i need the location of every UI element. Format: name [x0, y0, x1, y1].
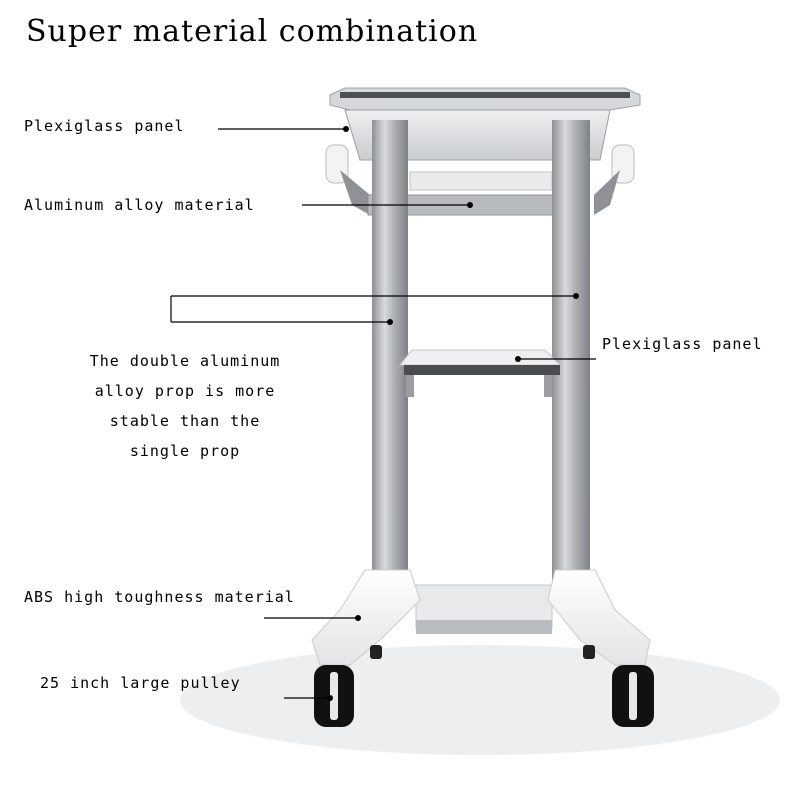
leader-dots — [327, 126, 579, 701]
double-prop-line-1: The double aluminum — [89, 352, 281, 370]
abs-base — [311, 569, 651, 666]
callout-top-plexiglass-panel: Plexiglass panel — [24, 117, 185, 135]
callout-double-prop: The double aluminum alloy prop is more s… — [40, 346, 330, 466]
wheels — [314, 645, 654, 727]
side-handles — [325, 144, 635, 215]
leader-lines — [170, 128, 596, 699]
middle-shelf — [398, 349, 562, 397]
double-prop-line-2: alloy prop is more — [94, 382, 276, 400]
floor-shadow — [180, 645, 780, 755]
top-tray — [329, 87, 641, 161]
page-title: Super material combination — [26, 14, 479, 49]
callout-middle-plexiglass-panel: Plexiglass panel — [602, 335, 763, 353]
aluminum-poles — [372, 120, 590, 590]
bottom-basket — [415, 584, 553, 634]
callout-large-pulley: 25 inch large pulley — [40, 674, 241, 692]
callout-aluminum-alloy: Aluminum alloy material — [24, 196, 255, 214]
double-prop-line-3: stable than the — [109, 412, 261, 430]
top-shelf-underside — [409, 171, 553, 191]
callout-abs-material: ABS high toughness material — [24, 588, 295, 606]
double-prop-line-4: single prop — [129, 442, 241, 460]
